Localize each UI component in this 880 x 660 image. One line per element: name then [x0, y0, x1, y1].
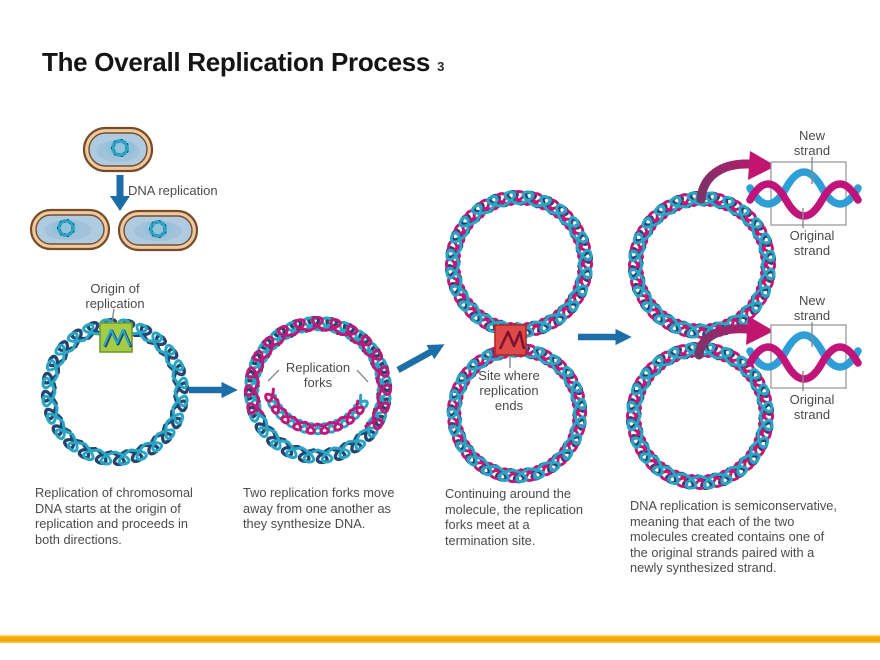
chromosome-replication-forks — [243, 315, 393, 465]
chromosome-theta-structure — [444, 189, 594, 484]
label-line: Original — [789, 228, 835, 243]
new-strand-helix — [746, 180, 862, 220]
caption-line: DNA replication is semiconservative, — [630, 498, 837, 513]
forks-label-tick-left — [267, 369, 280, 382]
caption-line: molecule, the replication — [445, 501, 583, 517]
label-line: ends — [494, 398, 524, 413]
caption-line: the original strands paired with a — [630, 544, 815, 560]
new-strand-label-bottom: New strand — [772, 293, 852, 323]
bottom-accent-bar — [0, 635, 880, 643]
label-line: strand — [793, 243, 831, 258]
caption-line: forks meet at a — [445, 517, 530, 532]
caption-line: Replication of chromosomal — [35, 485, 193, 500]
daughter-chromosome-top — [627, 190, 777, 340]
forks-label-tick-right — [356, 369, 369, 383]
dna-replication-label: DNA replication — [128, 183, 218, 198]
origin-of-replication-label: Origin of replication — [55, 281, 175, 311]
caption-step-3: Continuing around the molecule, the repl… — [445, 486, 583, 548]
caption-line: both directions. — [35, 531, 122, 547]
slide-number: 3 — [437, 59, 445, 74]
termination-site-box — [494, 324, 527, 356]
daughter-chromosome-bottom — [625, 341, 775, 491]
replication-forks-label: Replication forks — [258, 360, 378, 390]
chromosome-circle-origin — [40, 317, 190, 467]
label-line: Origin of — [90, 281, 140, 296]
caption-line: molecules created contains one of — [630, 529, 825, 544]
caption-line: away from one another as — [243, 500, 391, 516]
label-line: Replication — [285, 360, 351, 375]
label-line: replication — [85, 296, 145, 311]
caption-step-1: Replication of chromosomal DNA starts at… — [35, 485, 193, 547]
label-line: New — [798, 293, 825, 308]
daughter-bacterium-left — [29, 208, 111, 251]
label-line: replication — [479, 383, 539, 398]
caption-step-2: Two replication forks move away from one… — [243, 485, 395, 532]
termination-site-label: Site where replication ends — [449, 368, 569, 413]
caption-line: meaning that each of the two — [630, 513, 795, 529]
original-strand-label-bottom: Original strand — [772, 392, 852, 422]
origin-of-replication-box — [99, 322, 133, 353]
step-arrow-2 — [396, 344, 445, 373]
caption-line: they synthesize DNA. — [243, 516, 366, 531]
label-line: Site where — [478, 368, 540, 383]
label-line: strand — [793, 143, 831, 158]
caption-step-4: DNA replication is semiconservative, mea… — [630, 498, 837, 576]
dna-nucleoid — [149, 220, 168, 238]
dna-nucleoid — [57, 219, 76, 237]
daughter-bacterium-right — [117, 209, 199, 252]
original-strand-label-top: Original strand — [772, 228, 852, 258]
label-line: strand — [793, 308, 831, 323]
original-strand-helix — [746, 168, 862, 208]
parent-bacterium-cell — [82, 126, 154, 173]
helix-detail-box-bottom — [746, 322, 862, 391]
page-title: The Overall Replication Process — [42, 47, 431, 77]
original-strand-helix — [746, 331, 862, 371]
label-line: Original — [789, 392, 835, 407]
caption-line: termination site. — [445, 532, 536, 548]
caption-line: DNA starts at the origin of — [35, 500, 181, 516]
label-line: strand — [793, 407, 831, 422]
helix-detail-box-top — [746, 157, 862, 228]
dna-nucleoid — [111, 139, 130, 157]
zoom-arrow-bottom — [694, 316, 774, 360]
zoom-arrow-top — [696, 151, 776, 204]
new-strand-helix — [746, 343, 862, 383]
caption-line: Two replication forks move — [243, 485, 395, 500]
label-line: DNA replication — [128, 183, 218, 198]
label-line: New — [798, 128, 825, 143]
caption-line: replication and proceeds in — [35, 516, 188, 531]
caption-line: Continuing around the — [445, 486, 571, 501]
slide-header: The Overall Replication Process 3 — [42, 47, 444, 77]
cell-division-arrow — [110, 175, 130, 211]
new-strand-label-top: New strand — [772, 128, 852, 158]
caption-line: newly synthesized strand. — [630, 560, 777, 575]
label-line: forks — [303, 375, 333, 390]
origin-label-connector — [111, 308, 115, 323]
